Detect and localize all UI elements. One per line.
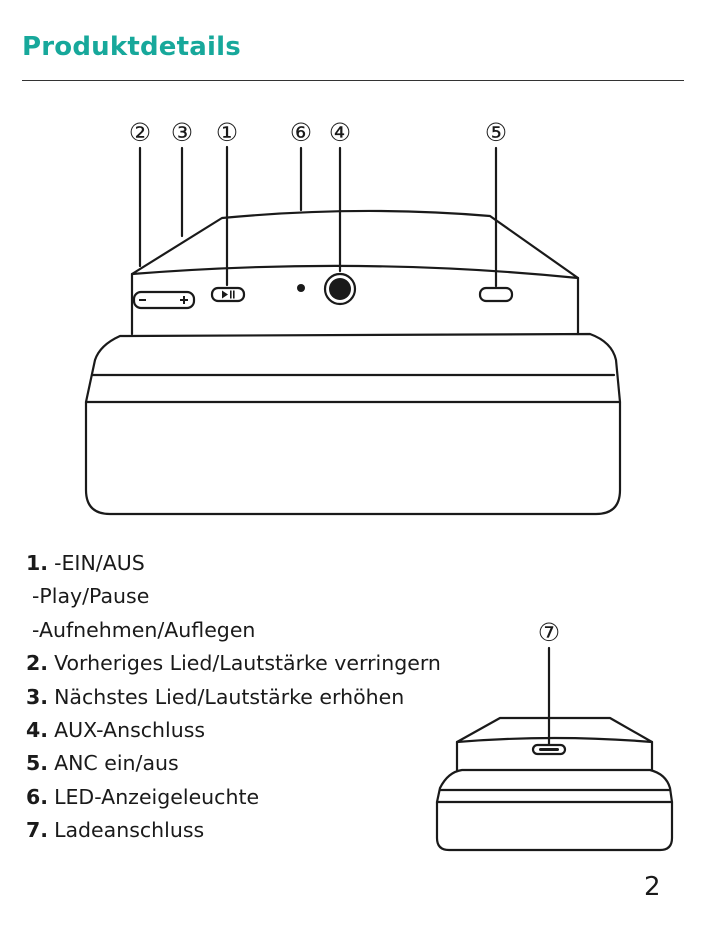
led-indicator <box>297 284 305 292</box>
callout-6: ⑥ <box>290 118 312 147</box>
volume-rocker <box>132 290 196 310</box>
ear-cushion <box>84 332 622 516</box>
callout-4: ④ <box>329 118 351 147</box>
callout-7: ⑦ <box>538 618 560 647</box>
small-ear-cushion <box>435 768 674 852</box>
list-item: 7.Ladeanschluss <box>26 818 205 843</box>
list-item-continuation: -Play/Pause <box>32 584 150 609</box>
list-item: 4.AUX-Anschluss <box>26 718 206 743</box>
button-housing <box>130 209 580 336</box>
page-number: 2 <box>644 872 661 902</box>
play-pause-icon <box>222 290 228 299</box>
callout-2: ② <box>129 118 151 147</box>
minus-icon <box>139 299 146 301</box>
callout-5: ⑤ <box>485 118 507 147</box>
title-divider <box>22 80 684 81</box>
list-item: 2.Vorheriges Lied/Lautstärke verringern <box>26 651 441 676</box>
callout-3: ③ <box>171 118 193 147</box>
aux-jack <box>329 278 351 300</box>
list-item: 5.ANC ein/aus <box>26 751 179 776</box>
list-item-continuation: -Aufnehmen/Auflegen <box>32 617 256 642</box>
list-item: 1.-EIN/AUS <box>26 551 145 575</box>
callout-1: ① <box>216 118 238 147</box>
feature-list: 1.-EIN/AUS -Play/Pause -Aufnehmen/Aufleg… <box>26 547 441 848</box>
play-pause-button <box>210 286 246 303</box>
list-item: 6.LED-Anzeigeleuchte <box>26 784 260 809</box>
aux-port <box>323 272 357 306</box>
list-item: 3.Nächstes Lied/Lautstärke erhöhen <box>26 684 405 709</box>
page-title: Produktdetails <box>22 32 241 62</box>
anc-button <box>478 286 514 303</box>
small-button-housing <box>455 716 654 772</box>
